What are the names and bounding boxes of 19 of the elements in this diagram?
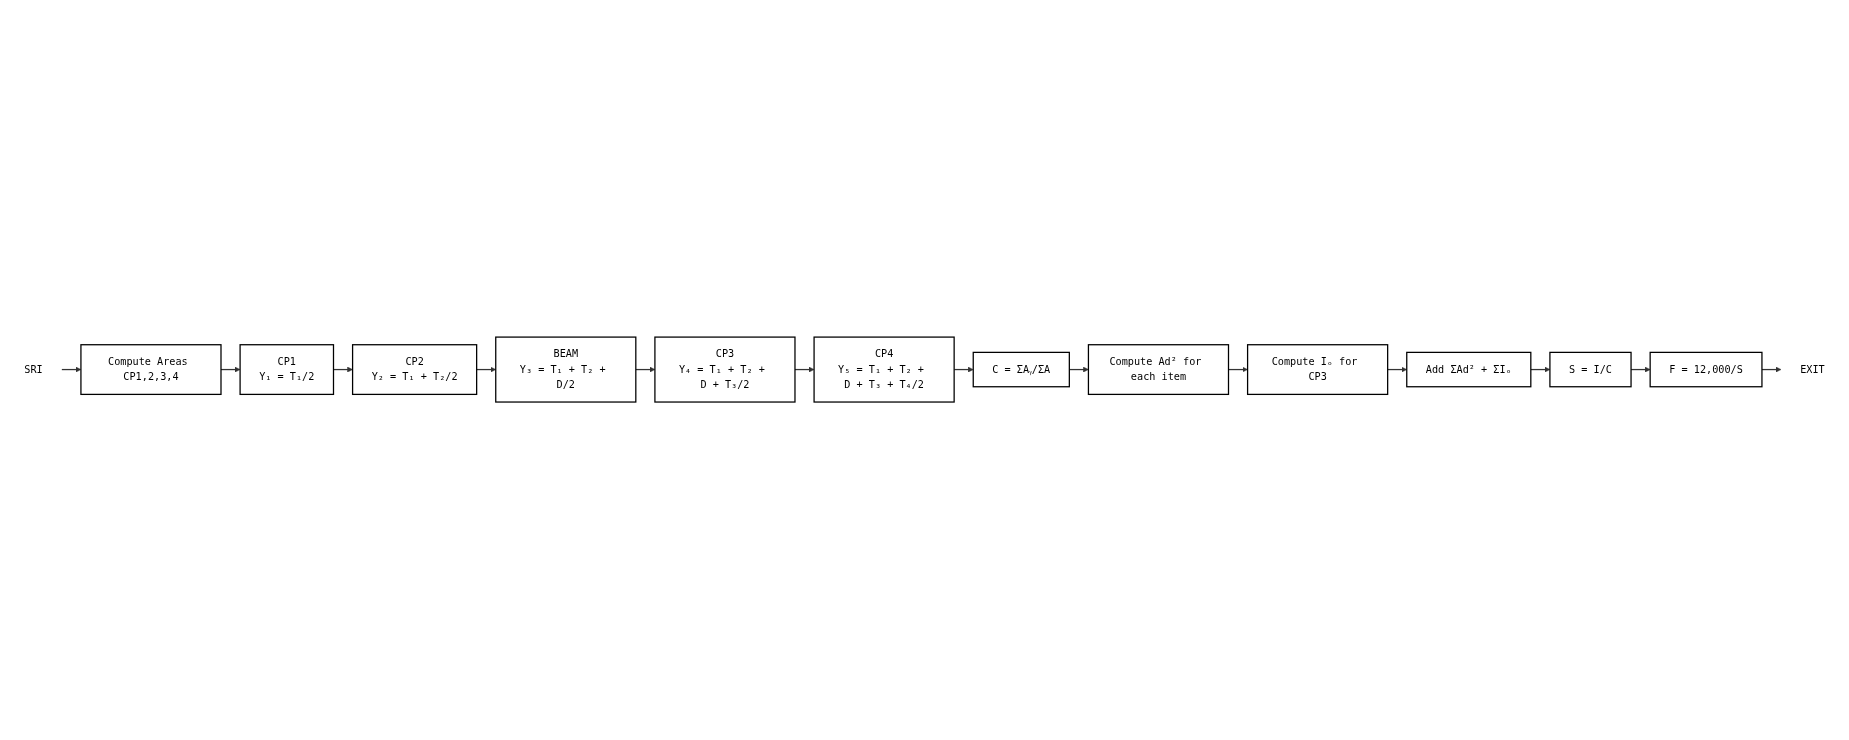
- arrow: [476, 367, 496, 373]
- node-box: CP1 Y₁ = T₁/2: [239, 344, 335, 396]
- node-box: BEAM Y₃ = T₁ + T₂ + D/2: [495, 336, 637, 404]
- node-box: S = I/C: [1549, 352, 1632, 388]
- node-box: CP3 Y₄ = T₁ + T₂ + D + T₃/2: [654, 336, 796, 404]
- node-box: Compute Areas CP1,2,3,4: [80, 344, 222, 396]
- node-box: C = ΣAᵧ/ΣA: [972, 352, 1070, 388]
- node-box: F = 12,000/S: [1649, 352, 1763, 388]
- node-box: Add ΣAd² + ΣIₒ: [1406, 352, 1532, 388]
- node-text: SRI: [24, 363, 43, 376]
- arrow: [1761, 367, 1782, 373]
- node-box: Compute Ad² for each item: [1087, 344, 1230, 396]
- arrow: [794, 367, 815, 373]
- node-box: CP2 Y₂ = T₁ + T₂/2: [351, 344, 478, 396]
- node-box: CP4 Y₅ = T₁ + T₂ + D + T₃ + T₄/2: [813, 336, 955, 404]
- arrow: [220, 367, 241, 373]
- node-text: EXIT: [1800, 363, 1825, 376]
- arrow: [1387, 367, 1407, 373]
- node-box: Compute Iₒ for CP3: [1246, 344, 1389, 396]
